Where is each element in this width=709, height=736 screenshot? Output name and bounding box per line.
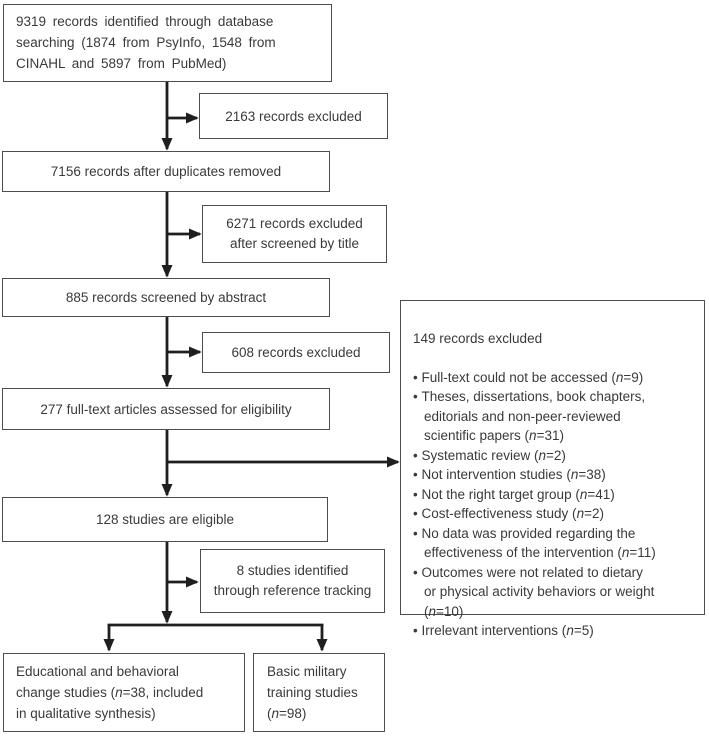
after-duplicates-box: 7156 records after duplicates removed [2,151,330,192]
excluded-reason-item: Systematic review (n=2) [413,446,696,466]
records-identified-box: 9319 records identified through database… [3,4,332,82]
excluded-by-title-box: 6271 records excluded after screened by … [202,205,387,263]
excluded-reason-item: Outcomes were not related to dietary or … [413,563,696,622]
excluded-reason-item: Not intervention studies (n=38) [413,465,696,485]
eligible-studies-box: 128 studies are eligible [2,497,328,542]
excluded-reason-item: Cost-effectiveness study (n=2) [413,504,696,524]
excluded-reasons-panel: 149 records excluded Full-text could not… [400,300,705,638]
educational-behavioral-box: Educational and behavioral change studie… [3,653,245,732]
basic-military-box: Basic military training studies (n=98) [253,653,385,732]
screened-by-abstract-box: 885 records screened by abstract [2,278,330,317]
reference-tracking-box: 8 studies identified through reference t… [200,549,385,613]
excluded-reason-item: Full-text could not be accessed (n=9) [413,368,696,388]
excluded-reasons-list: Full-text could not be accessed (n=9)The… [413,368,696,641]
excluded-reason-item: No data was provided regarding the effec… [413,524,696,563]
excluded-initial-box: 2163 records excluded [199,93,388,139]
excluded-reason-item: Theses, dissertations, book chapters, ed… [413,387,696,446]
excluded-reasons-title: 149 records excluded [413,330,543,346]
excluded-reason-item: Irrelevant interventions (n=5) [413,621,696,641]
excluded-by-abstract-box: 608 records excluded [202,332,390,373]
excluded-reason-item: Not the right target group (n=41) [413,485,696,505]
fulltext-assessed-box: 277 full-text articles assessed for elig… [2,388,330,430]
